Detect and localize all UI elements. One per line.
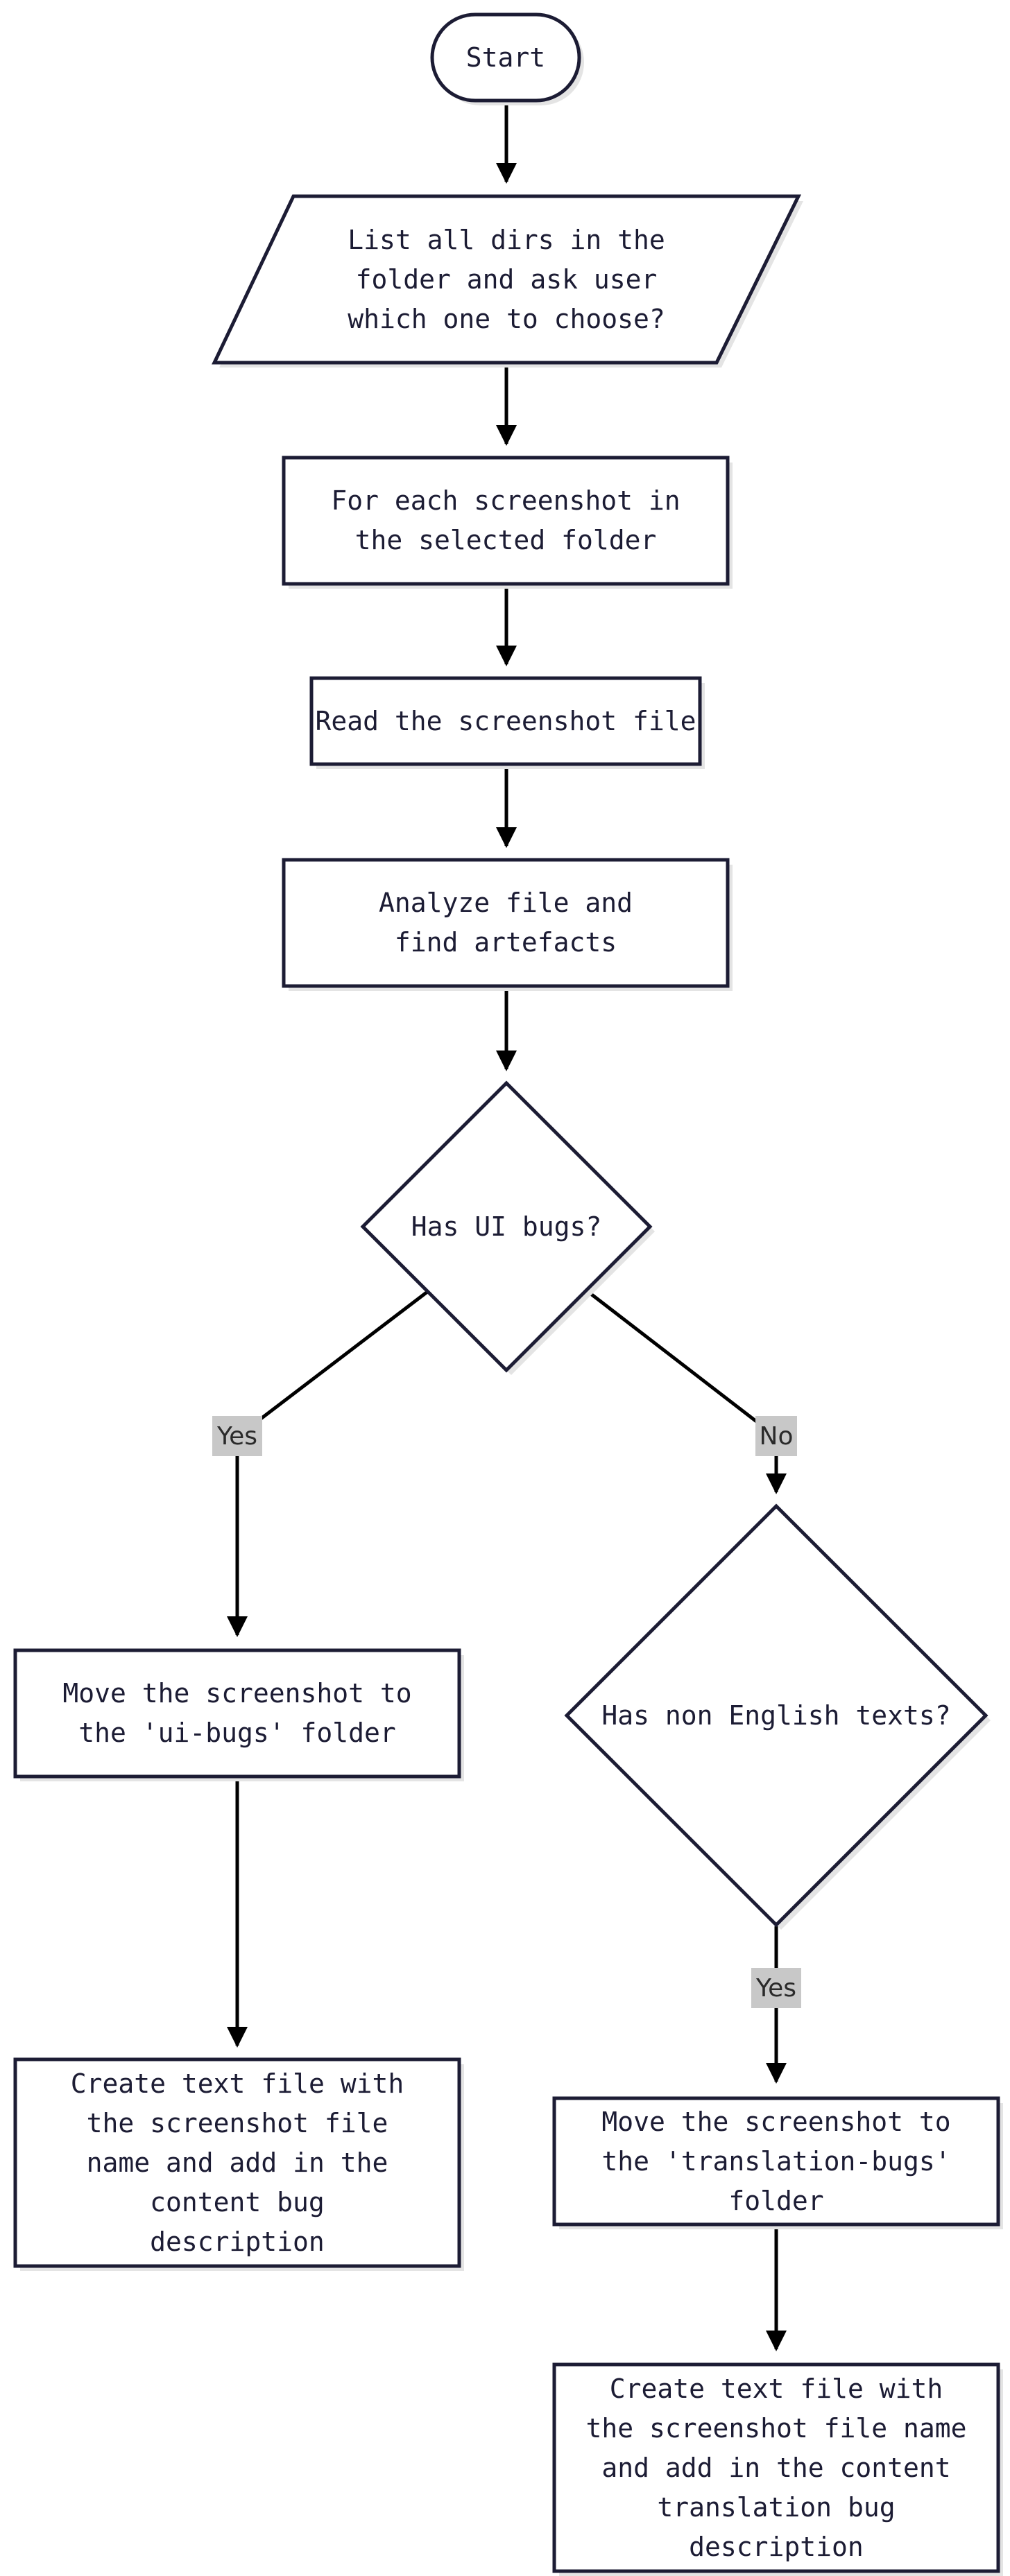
non-english-decision xyxy=(564,1503,988,1928)
move-ui-bugs-node xyxy=(13,1648,461,1779)
create-translation-text-node xyxy=(552,2362,1000,2573)
create-translation-text-label: Create text file with the screenshot fil… xyxy=(585,2373,967,2562)
start-node xyxy=(430,12,581,103)
move-translation-label: Move the screenshot to the 'translation-… xyxy=(601,2106,951,2216)
edge-decision-no xyxy=(584,1288,787,1494)
yes-label-non-english: Yes xyxy=(751,1968,801,2008)
yes-label-ui-bugs: Yes xyxy=(212,1416,262,1456)
read-file-label: Read the screenshot file xyxy=(315,705,696,736)
start-label: Start xyxy=(465,42,546,73)
ui-bugs-decision-label: Has UI bugs? xyxy=(411,1211,602,1242)
move-ui-bugs-label: Move the screenshot to the 'ui-bugs' fol… xyxy=(62,1678,412,1748)
edge-decision-yes xyxy=(227,1288,431,1637)
list-dirs-label: List all dirs in the folder and ask user… xyxy=(348,224,665,334)
list-dirs-node xyxy=(212,194,802,365)
create-ui-text-label: Create text file with the screenshot fil… xyxy=(70,2068,404,2257)
non-english-decision-label: Has non English texts? xyxy=(601,1700,951,1731)
analyze-node xyxy=(282,858,730,988)
analyze-label: Analyze file and find artefacts xyxy=(378,888,633,958)
ui-bugs-decision xyxy=(360,1080,653,1373)
shapes xyxy=(13,12,1003,2576)
read-file-node xyxy=(309,676,702,766)
create-ui-text-node xyxy=(13,2057,461,2268)
no-label-ui-bugs: No xyxy=(755,1416,797,1456)
for-each-label: For each screenshot in the selected fold… xyxy=(331,485,681,555)
for-each-node xyxy=(282,456,730,586)
move-translation-node xyxy=(552,2096,1000,2227)
